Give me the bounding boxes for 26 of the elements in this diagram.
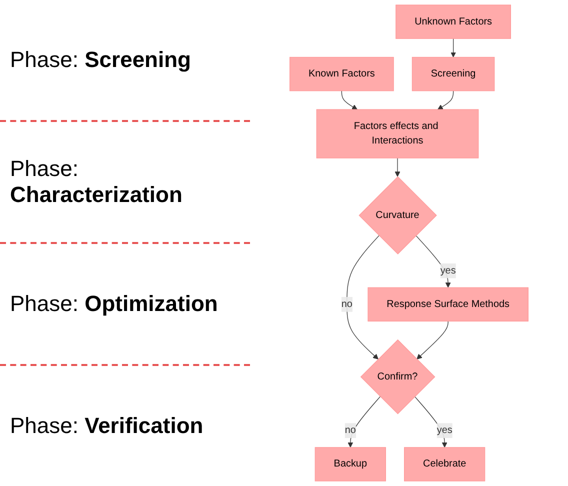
edge-label: no xyxy=(344,425,356,436)
edge-label: yes xyxy=(440,265,456,276)
node-diamond: Curvature xyxy=(358,176,437,254)
node-box: Celebrate xyxy=(404,447,486,482)
node-diamond: Confirm? xyxy=(360,339,436,414)
node-box: Unknown Factors xyxy=(396,4,511,39)
phase-label: Phase: Optimization xyxy=(10,291,218,317)
node-box: Factors effects and Interactions xyxy=(316,109,479,158)
arrow xyxy=(450,38,456,58)
phase-label: Phase: Verification xyxy=(10,413,204,439)
node-box: Response Surface Methods xyxy=(368,287,528,322)
node-box: Known Factors xyxy=(290,56,394,92)
arrow xyxy=(416,235,451,288)
phase-label: Phase: Characterization xyxy=(10,156,184,208)
arrow xyxy=(438,90,454,110)
arrow xyxy=(394,158,400,177)
arrow xyxy=(348,396,381,448)
arrow xyxy=(346,235,380,360)
arrow xyxy=(416,320,448,360)
edge-label: no xyxy=(341,298,352,310)
node-box: Screening xyxy=(412,56,495,92)
node-box: Backup xyxy=(314,447,386,482)
edge-label: yes xyxy=(436,425,452,436)
arrow xyxy=(341,90,358,110)
phase-label: Phase: Screening xyxy=(10,47,191,73)
arrow xyxy=(414,396,448,448)
